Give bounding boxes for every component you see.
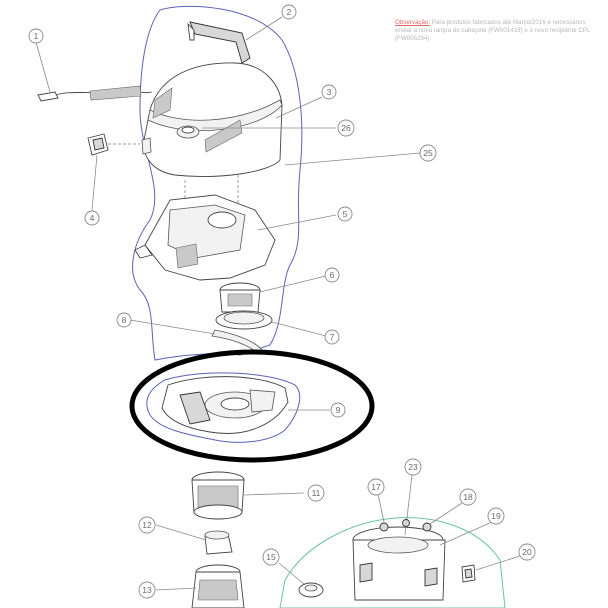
svg-text:17: 17 — [371, 482, 381, 492]
callout-12: 12 — [138, 516, 156, 534]
callout-20: 20 — [518, 543, 536, 561]
part-knob — [278, 562, 324, 598]
callout-11: 11 — [307, 484, 325, 502]
part-power-cord — [35, 41, 153, 102]
callout-7: 7 — [324, 329, 340, 345]
callout-15: 15 — [262, 548, 280, 566]
svg-text:19: 19 — [491, 511, 501, 521]
callout-2: 2 — [281, 4, 297, 20]
svg-text:25: 25 — [423, 148, 433, 158]
svg-text:2: 2 — [287, 7, 292, 17]
callout-8: 8 — [116, 312, 132, 328]
svg-text:18: 18 — [463, 492, 473, 502]
callout-18: 18 — [459, 488, 477, 506]
callout-23: 23 — [404, 458, 422, 476]
part-motor-base — [134, 194, 337, 281]
svg-text:8: 8 — [122, 315, 127, 325]
part-screws — [377, 493, 493, 546]
part-switch — [87, 133, 140, 211]
part-motor — [219, 275, 327, 313]
svg-text:7: 7 — [330, 332, 335, 342]
callout-4: 4 — [84, 210, 100, 226]
part-coupling — [155, 524, 233, 555]
callout-5: 5 — [337, 206, 353, 222]
callout-1: 1 — [28, 28, 44, 44]
note-text: Observação: Para produtos fabricados até… — [395, 19, 600, 43]
svg-text:11: 11 — [312, 488, 321, 498]
note-highlight: Observação: — [395, 19, 431, 26]
callout-6: 6 — [324, 267, 340, 283]
part-container — [352, 474, 446, 601]
part-handle — [187, 21, 251, 64]
head-assembly-outline — [132, 5, 303, 361]
svg-text:13: 13 — [142, 585, 152, 595]
callout-19: 19 — [487, 507, 505, 525]
container-outline — [279, 517, 506, 608]
callout-9: 9 — [330, 402, 346, 418]
part-threaded-base — [155, 564, 245, 608]
svg-text:6: 6 — [330, 270, 335, 280]
svg-text:23: 23 — [408, 462, 418, 472]
svg-text:20: 20 — [522, 547, 532, 557]
part-filter-lid — [146, 372, 330, 443]
svg-text:3: 3 — [327, 87, 332, 97]
part-head-cover — [141, 62, 336, 177]
note-body: Para produtos fabricados até Março/2016 … — [395, 19, 591, 42]
svg-text:26: 26 — [341, 123, 351, 133]
svg-text:9: 9 — [336, 405, 341, 415]
part-filter-cartridge — [191, 471, 305, 520]
callout-17: 17 — [367, 478, 385, 496]
svg-text:5: 5 — [343, 209, 348, 219]
part-clip — [461, 555, 521, 583]
svg-text:1: 1 — [34, 31, 39, 41]
callout-3: 3 — [321, 84, 337, 100]
highlight-ellipse — [129, 349, 375, 463]
svg-text:15: 15 — [266, 552, 276, 562]
part-fan-ring — [215, 310, 327, 337]
callout-26: 26 — [337, 119, 355, 137]
callout-25: 25 — [419, 144, 437, 162]
callout-13: 13 — [138, 581, 156, 599]
svg-text:4: 4 — [90, 213, 95, 223]
svg-text:12: 12 — [142, 520, 152, 530]
